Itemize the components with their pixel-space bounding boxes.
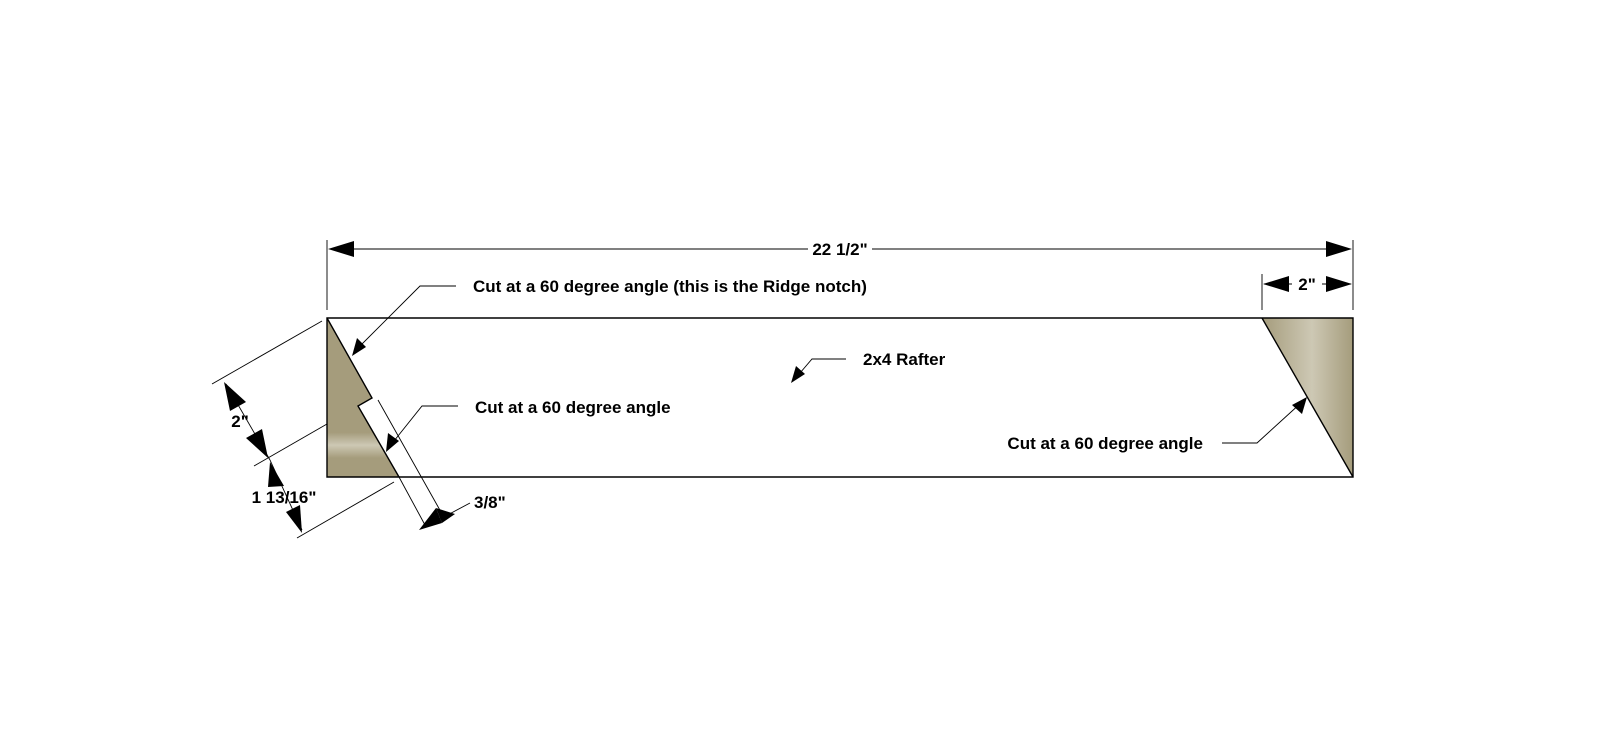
ridge-notch-cut-line — [326, 317, 400, 478]
part-name-arrow — [791, 366, 805, 383]
length-arrow-right — [1326, 241, 1352, 257]
ridge-notch-arrow — [352, 338, 366, 356]
end-width-arrow-left — [1263, 276, 1289, 292]
offset-extension-outer — [377, 399, 442, 513]
notch-lower-arrow-top — [268, 462, 284, 487]
offset-arrow-left — [419, 508, 442, 530]
offset-extension-inner — [398, 476, 426, 526]
notch-extension-top — [211, 320, 323, 385]
part-name-leader — [799, 358, 846, 374]
end-cut-line — [1261, 317, 1354, 478]
notch-lower-depth-label: 1 13/16" — [252, 488, 317, 507]
length-arrow-left — [328, 241, 354, 257]
lower-notch-arrow — [386, 433, 399, 452]
length-dimension-label: 22 1/2" — [812, 240, 867, 259]
end-width-arrow-right — [1326, 276, 1352, 292]
notch-lower-arrow-bottom — [286, 505, 302, 533]
ridge-notch-leader — [353, 285, 456, 353]
end-width-label-bg — [1292, 274, 1322, 294]
end-width-label: 2" — [1298, 275, 1316, 294]
end-cut-arrow — [1292, 397, 1307, 414]
notch-upper-depth-label: 2" — [231, 412, 249, 431]
offset-label: 3/8" — [474, 493, 506, 512]
end-cut-leader — [1222, 401, 1303, 444]
part-name-label: 2x4 Rafter — [863, 350, 946, 369]
lower-notch-label: Cut at a 60 degree angle — [475, 398, 671, 417]
notch-extension-bottom — [296, 481, 395, 539]
notch-upper-arrow-bottom — [246, 429, 268, 458]
offset-arrow-right — [436, 508, 455, 523]
ridge-notch-label: Cut at a 60 degree angle (this is the Ri… — [473, 277, 867, 296]
notch-upper-arrow-top — [224, 382, 246, 411]
left-notch-waste — [327, 318, 399, 477]
end-cut-label: Cut at a 60 degree angle — [1007, 434, 1203, 453]
lower-notch-leader — [389, 405, 458, 447]
notch-extension-middle — [253, 423, 328, 467]
